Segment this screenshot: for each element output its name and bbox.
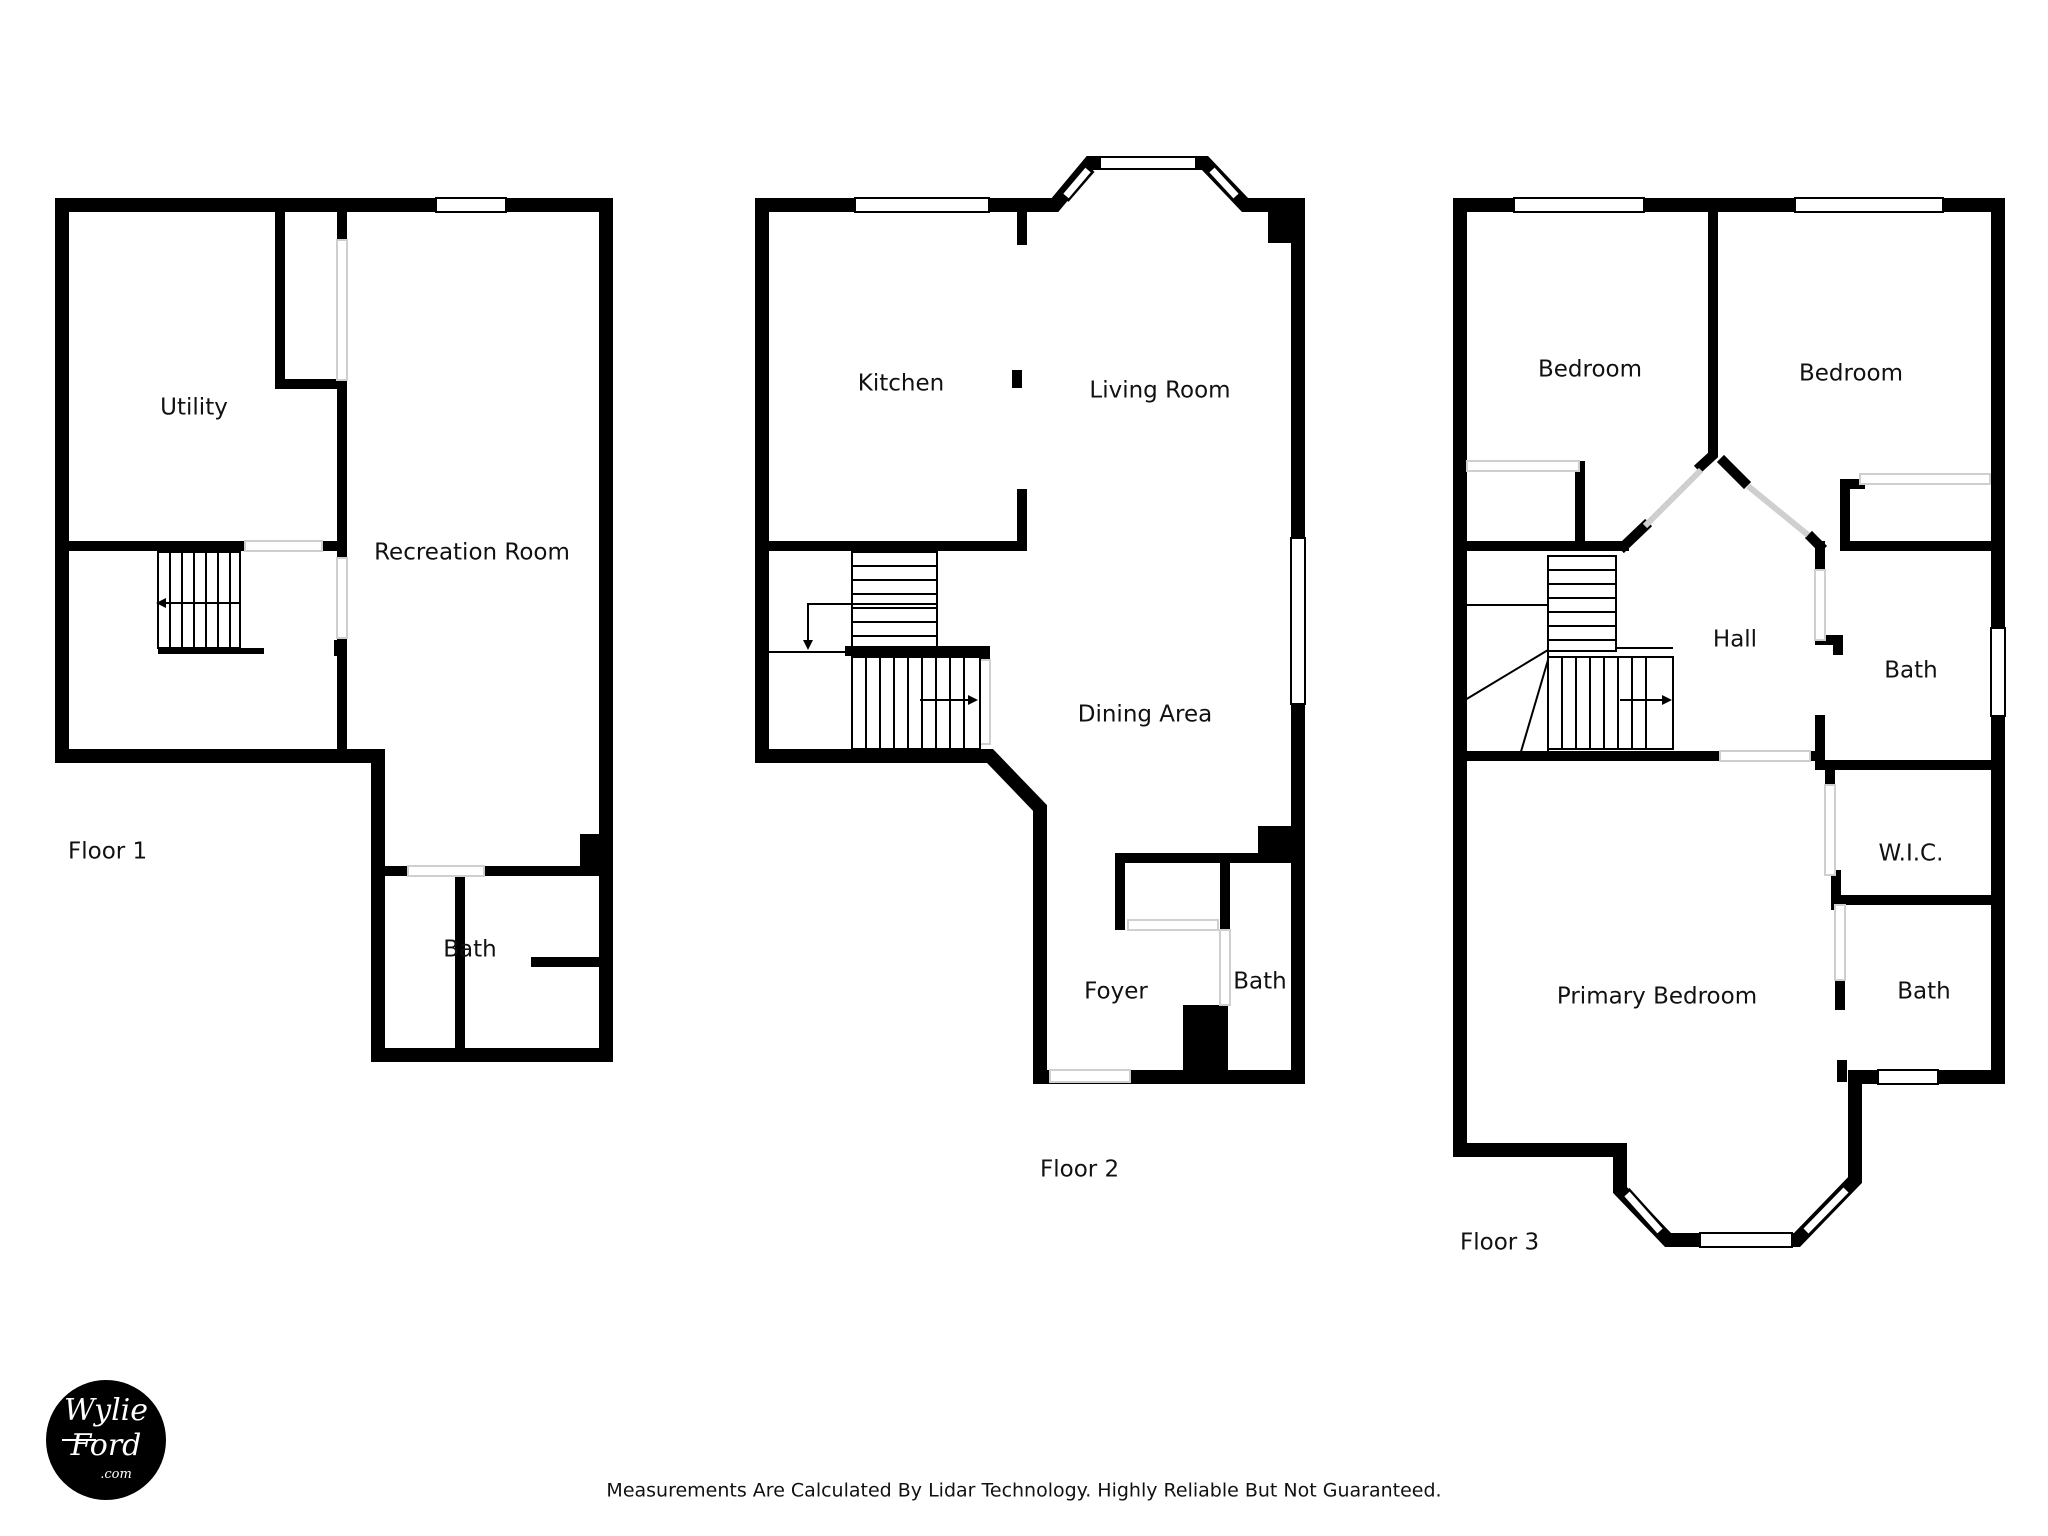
floor-2-plan: Kitchen Living Room Dining Area Foyer Ba… xyxy=(755,156,1306,1183)
logo-line-1: Wylie xyxy=(64,1393,148,1428)
floor-1-wall xyxy=(275,200,347,389)
floor-3-bay-window-glass xyxy=(1624,1191,1663,1234)
floor-3-plan: Bedroom Bedroom Hall Bath W.I.C. Primary… xyxy=(1453,197,2006,1256)
room-label-bath: Bath xyxy=(1233,969,1286,995)
disclaimer-text: Measurements Are Calculated By Lidar Tec… xyxy=(606,1480,1441,1502)
floor-3-doorway xyxy=(1824,784,1836,876)
floor-2-doorway xyxy=(979,659,991,745)
floor-3-window xyxy=(1513,197,1645,213)
room-label-bath: Bath xyxy=(443,937,496,963)
floor-2-column xyxy=(1258,826,1294,858)
room-label-bedroom: Bedroom xyxy=(1799,361,1903,387)
floor-2-exterior-wall xyxy=(755,156,1305,1084)
floor-1-column xyxy=(580,834,602,874)
room-label-primary-bedroom: Primary Bedroom xyxy=(1557,984,1757,1010)
floor-1-window xyxy=(435,197,507,213)
room-label-hall: Hall xyxy=(1713,627,1757,653)
room-label-dining-area: Dining Area xyxy=(1078,702,1213,728)
floor-3-stairs xyxy=(1464,555,1674,756)
brand-logo: Wylie Ford .com xyxy=(46,1380,166,1500)
floor-2-bay-window-glass xyxy=(1209,167,1239,199)
floor-1-exterior-wall xyxy=(55,198,613,1062)
floor-2-doorway xyxy=(1049,1069,1131,1083)
floor-3-exterior-wall xyxy=(1453,198,2005,1247)
room-label-living-room: Living Room xyxy=(1089,378,1230,404)
floor-1-doorway xyxy=(336,239,348,381)
floor-1-doorway xyxy=(407,865,485,877)
floor-3-doorway xyxy=(1834,904,1846,981)
floor-3-doorway xyxy=(1746,483,1810,538)
room-label-bedroom: Bedroom xyxy=(1538,357,1642,383)
floor-2-window xyxy=(854,197,990,213)
floor-3-window xyxy=(1794,197,1944,213)
floor-2-column xyxy=(1012,370,1022,388)
floor-3-doorway xyxy=(1814,569,1826,641)
floor-3-wall xyxy=(1840,479,2003,551)
floor-3-window xyxy=(1877,1069,1939,1085)
floor-3-wall xyxy=(1693,200,1718,474)
room-label-bath: Bath xyxy=(1884,658,1937,684)
logo-line-2: Ford xyxy=(70,1428,142,1463)
floor-1-column xyxy=(334,640,342,656)
floor-1-doorway xyxy=(336,557,348,639)
floor-3-label: Floor 3 xyxy=(1460,1230,1539,1256)
floor-1-stairs xyxy=(156,551,264,654)
floor-3-wall xyxy=(1815,715,2003,770)
floor-3-wall xyxy=(1835,975,1847,1082)
floor-3-bay-window-glass xyxy=(1803,1187,1849,1234)
floor-2-label: Floor 2 xyxy=(1040,1157,1119,1183)
floor-3-doorway xyxy=(1719,750,1811,762)
floor-2-column xyxy=(1183,1005,1228,1075)
floor-3-window xyxy=(1990,627,2006,717)
floor-3-doorway xyxy=(1466,460,1580,472)
floor-3-window xyxy=(1699,1232,1793,1248)
floor-1-label: Floor 1 xyxy=(68,839,147,865)
room-label-recreation-room: Recreation Room xyxy=(374,540,570,566)
floor-3-doorway xyxy=(1642,467,1704,529)
logo-line-3: .com xyxy=(100,1467,132,1482)
floor-2-window xyxy=(1290,537,1306,705)
floor-1-doorway xyxy=(244,540,323,552)
floor-2-column xyxy=(1268,205,1292,243)
floor-2-wall xyxy=(757,200,1027,551)
floor-2-doorway xyxy=(1219,929,1231,1006)
room-label-utility: Utility xyxy=(160,395,228,421)
room-label-foyer: Foyer xyxy=(1084,979,1148,1005)
room-label-wic: W.I.C. xyxy=(1879,841,1944,867)
room-label-kitchen: Kitchen xyxy=(858,371,944,397)
floor-2-doorway xyxy=(1127,919,1219,931)
floor-2-bay-window xyxy=(1099,156,1197,170)
floor-3-doorway xyxy=(1859,473,1991,485)
floor-2-stairs xyxy=(768,551,981,750)
room-label-bath: Bath xyxy=(1897,979,1950,1005)
floor-1-plan: Utility Recreation Room Bath Floor 1 xyxy=(55,197,613,1062)
floor-2-bay-window-glass xyxy=(1063,167,1091,199)
